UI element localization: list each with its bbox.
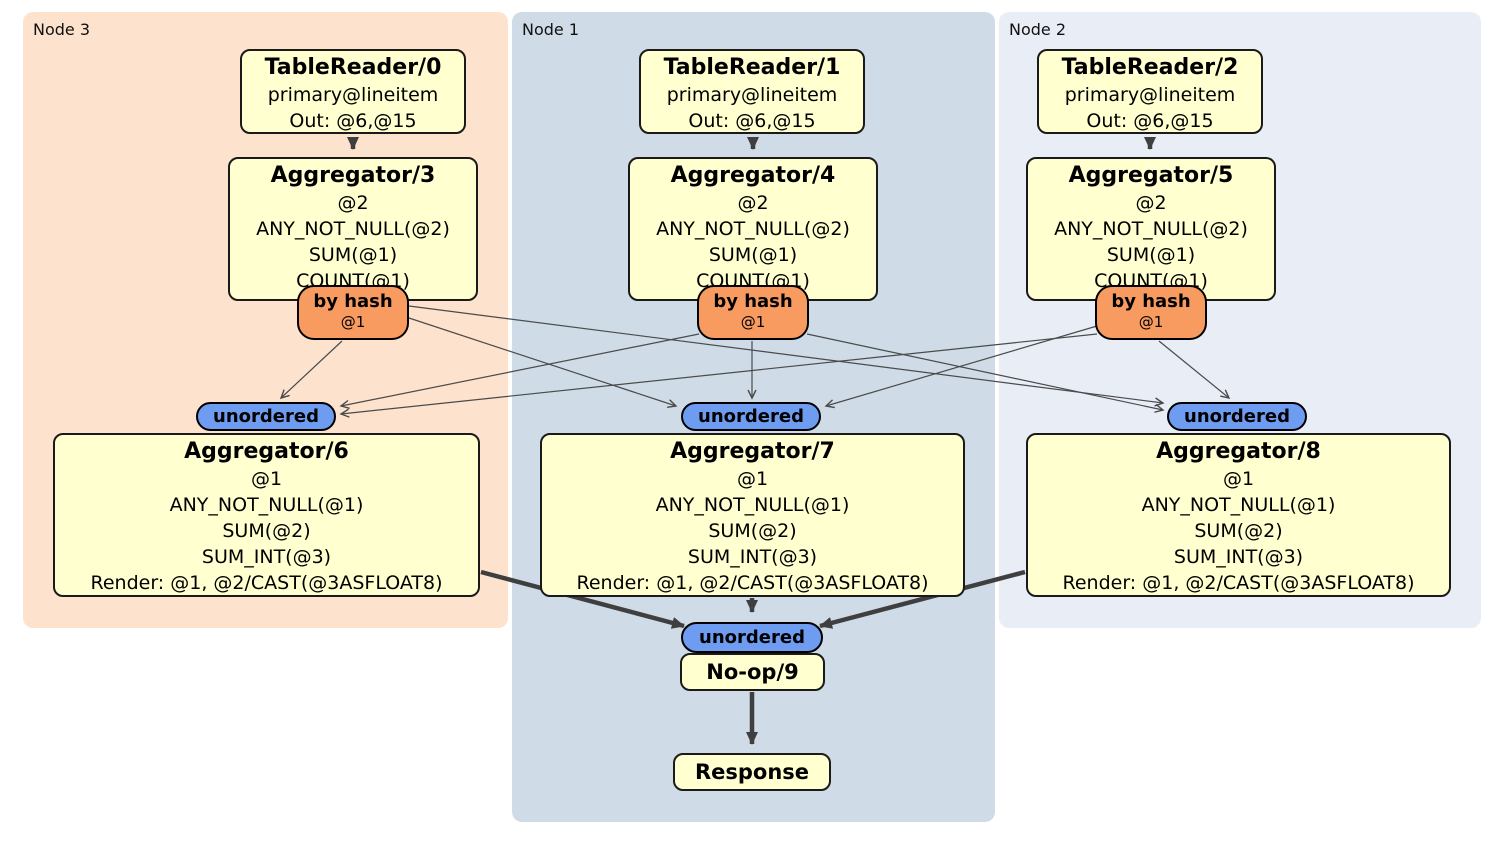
- flow-arrow: [819, 569, 1026, 629]
- router-by-hash-middle: by hash @1: [697, 285, 809, 340]
- processor-detail: @1: [736, 468, 769, 490]
- processor-detail: Render: @1, @2/CAST(@3ASFLOAT8): [90, 572, 443, 594]
- processor-detail: Out: @6,@15: [289, 110, 417, 132]
- processor-detail: ANY_NOT_NULL(@1): [655, 494, 850, 516]
- processor-aggregator-8: Aggregator/8 @1 ANY_NOT_NULL(@1) SUM(@2)…: [1026, 433, 1451, 597]
- processor-detail: ANY_NOT_NULL(@2): [256, 218, 450, 240]
- processor-detail: Out: @6,@15: [688, 110, 816, 132]
- processor-detail: SUM(@2): [708, 520, 797, 542]
- router-detail: @1: [340, 313, 366, 331]
- stream-edge: [279, 340, 343, 400]
- processor-tablereader-2: TableReader/2 primary@lineitem Out: @6,@…: [1037, 49, 1263, 134]
- processor-detail: primary@lineitem: [1064, 84, 1236, 106]
- router-detail: @1: [1138, 313, 1164, 331]
- region-label-node3: Node 3: [33, 20, 91, 39]
- processor-detail: ANY_NOT_NULL(@2): [656, 218, 850, 240]
- stream-unordered-bottom: unordered: [681, 622, 823, 653]
- processor-aggregator-3: Aggregator/3 @2 ANY_NOT_NULL(@2) SUM(@1)…: [228, 157, 478, 301]
- stream-edge: [824, 325, 1098, 409]
- processor-detail: SUM_INT(@3): [201, 546, 332, 568]
- processor-detail: primary@lineitem: [666, 84, 838, 106]
- processor-detail: SUM(@1): [708, 244, 798, 266]
- processor-title: Aggregator/8: [1156, 439, 1321, 464]
- flow-arrow: [480, 569, 685, 629]
- processor-detail: ANY_NOT_NULL(@1): [1141, 494, 1336, 516]
- processor-tablereader-1: TableReader/1 primary@lineitem Out: @6,@…: [639, 49, 865, 134]
- stream-label: unordered: [699, 627, 805, 648]
- processor-detail: SUM_INT(@3): [1173, 546, 1304, 568]
- processor-noop-9: No-op/9: [680, 653, 825, 691]
- stream-edge: [339, 333, 1098, 418]
- processor-title: Aggregator/4: [670, 163, 836, 188]
- router-detail: @1: [740, 313, 766, 331]
- processor-detail: Out: @6,@15: [1086, 110, 1214, 132]
- router-by-hash-right: by hash @1: [1095, 285, 1207, 340]
- processor-aggregator-6: Aggregator/6 @1 ANY_NOT_NULL(@1) SUM(@2)…: [53, 433, 480, 597]
- stream-edge: [339, 333, 700, 410]
- processor-detail: @2: [1135, 192, 1167, 214]
- stream-edge: [408, 305, 1165, 407]
- router-label: by hash: [713, 291, 793, 312]
- router-label: by hash: [1111, 291, 1191, 312]
- processor-detail: SUM(@2): [222, 520, 311, 542]
- processor-detail: SUM(@2): [1194, 520, 1283, 542]
- processor-title: No-op/9: [706, 660, 799, 684]
- processor-title: Aggregator/5: [1068, 163, 1234, 188]
- processor-title: Aggregator/3: [270, 163, 436, 188]
- router-label: by hash: [313, 291, 393, 312]
- processor-detail: @1: [1222, 468, 1255, 490]
- processor-detail: Render: @1, @2/CAST(@3ASFLOAT8): [1062, 572, 1415, 594]
- processor-detail: Render: @1, @2/CAST(@3ASFLOAT8): [576, 572, 929, 594]
- processor-detail: ANY_NOT_NULL(@1): [169, 494, 364, 516]
- processor-title: TableReader/2: [1061, 55, 1239, 80]
- stream-label: unordered: [698, 406, 804, 427]
- processor-detail: @2: [737, 192, 769, 214]
- region-label-node1: Node 1: [522, 20, 580, 39]
- stream-edge: [806, 333, 1165, 413]
- stream-edge: [408, 317, 678, 408]
- processor-aggregator-7: Aggregator/7 @1 ANY_NOT_NULL(@1) SUM(@2)…: [540, 433, 965, 597]
- router-by-hash-left: by hash @1: [297, 285, 409, 340]
- processor-detail: @2: [337, 192, 369, 214]
- processor-detail: primary@lineitem: [267, 84, 439, 106]
- processor-title: TableReader/1: [663, 55, 841, 80]
- processor-aggregator-4: Aggregator/4 @2 ANY_NOT_NULL(@2) SUM(@1)…: [628, 157, 878, 301]
- stream-unordered-left: unordered: [196, 402, 336, 431]
- processor-title: TableReader/0: [264, 55, 442, 80]
- region-label-node2: Node 2: [1009, 20, 1067, 39]
- processor-title: Response: [694, 760, 810, 784]
- stream-edge: [1158, 340, 1231, 399]
- processor-detail: ANY_NOT_NULL(@2): [1054, 218, 1248, 240]
- stream-label: unordered: [1184, 406, 1290, 427]
- stream-label: unordered: [213, 406, 319, 427]
- processor-detail: @1: [250, 468, 283, 490]
- processor-detail: SUM_INT(@3): [687, 546, 818, 568]
- processor-detail: SUM(@1): [1106, 244, 1196, 266]
- processor-title: Aggregator/7: [670, 439, 835, 464]
- processor-aggregator-5: Aggregator/5 @2 ANY_NOT_NULL(@2) SUM(@1)…: [1026, 157, 1276, 301]
- processor-title: Aggregator/6: [184, 439, 349, 464]
- processor-tablereader-0: TableReader/0 primary@lineitem Out: @6,@…: [240, 49, 466, 134]
- stream-unordered-right: unordered: [1167, 402, 1307, 431]
- processor-response: Response: [673, 753, 831, 791]
- stream-unordered-middle: unordered: [681, 402, 821, 431]
- processor-detail: SUM(@1): [308, 244, 398, 266]
